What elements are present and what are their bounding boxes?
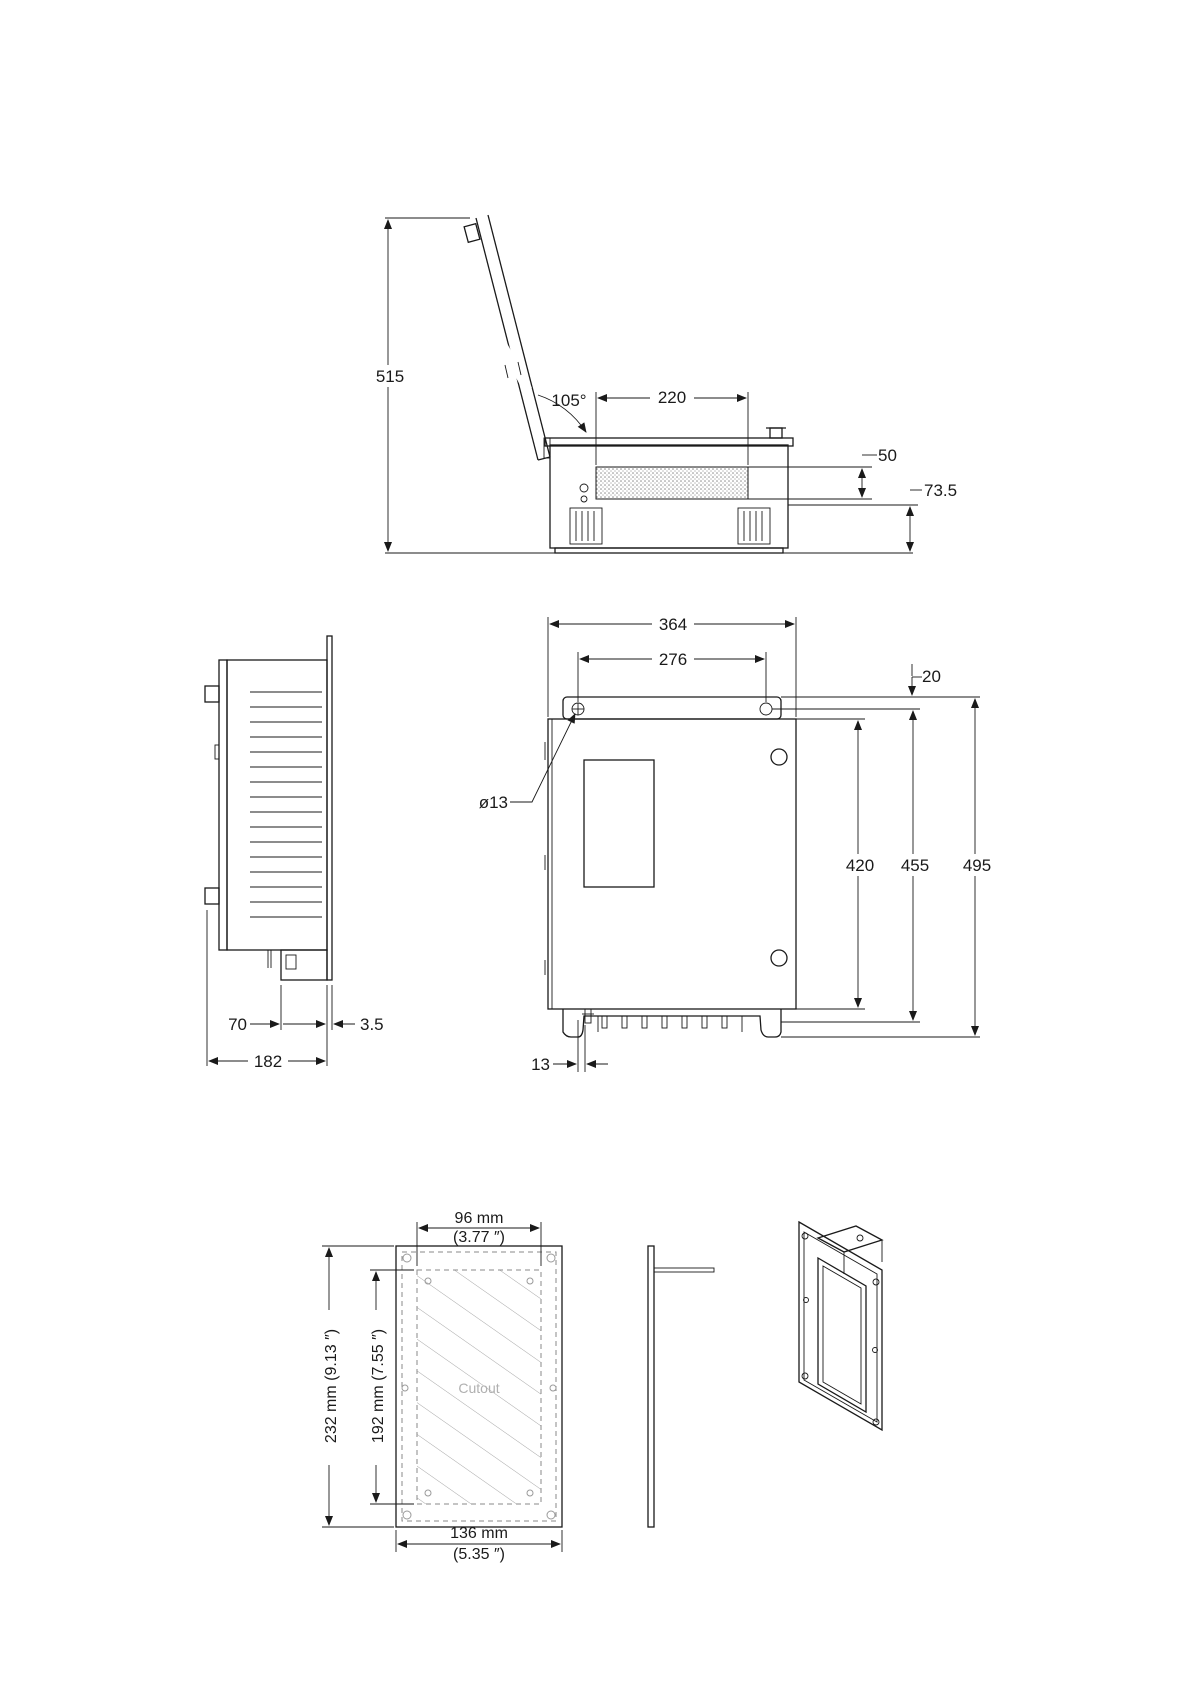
- dim-hole-spacing: 276: [659, 650, 687, 669]
- cutout-view: Cutout 96 mm (3.77 ″) 136 mm (5.35 ″) 23…: [319, 1210, 562, 1563]
- dim-window-height: 50: [878, 446, 897, 465]
- dim-angle: 105°: [551, 391, 586, 410]
- isometric-view: [799, 1222, 882, 1430]
- dim-outer-width-in: (5.35 ″): [453, 1546, 505, 1563]
- dim-outer-height: 232 mm (9.13 ″): [323, 1329, 340, 1443]
- panel-section-view: [648, 1246, 714, 1527]
- dim-inner-width-mm: 96 mm: [455, 1210, 504, 1227]
- dim-window-width: 220: [658, 388, 686, 407]
- side-slats: [250, 692, 322, 917]
- dim-inner-height: 192 mm (7.55 ″): [370, 1329, 387, 1443]
- dim-flange: 3.5: [360, 1015, 384, 1034]
- dim-box-depth: 70: [228, 1015, 247, 1034]
- dim-body-height: 420: [846, 856, 874, 875]
- vent-left: [570, 508, 602, 544]
- bottom-slots: [598, 1016, 742, 1032]
- side-view: 70 3.5 182: [205, 636, 384, 1071]
- vent-right: [738, 508, 770, 544]
- dim-hole-diameter: ø13: [479, 793, 508, 812]
- cutout-label: Cutout: [458, 1380, 499, 1396]
- open-lid: [464, 215, 550, 460]
- front-view: 364 276 ø13 20 420 455 495: [479, 613, 997, 1074]
- dim-bracket: 20: [922, 667, 941, 686]
- dim-holes-height: 455: [901, 856, 929, 875]
- top-elevation-view: 515 105° 220 50 73.5: [372, 215, 957, 553]
- dim-total-height: 495: [963, 856, 991, 875]
- dim-front-width: 364: [659, 615, 687, 634]
- dim-outer-width-mm: 136 mm: [450, 1525, 508, 1542]
- dim-height-515: 515: [376, 367, 404, 386]
- dim-window-offset: 73.5: [924, 481, 957, 500]
- dim-inner-width-in: (3.77 ″): [453, 1229, 505, 1246]
- dim-total-depth: 182: [254, 1052, 282, 1071]
- dim-connector-offset: 13: [531, 1055, 550, 1074]
